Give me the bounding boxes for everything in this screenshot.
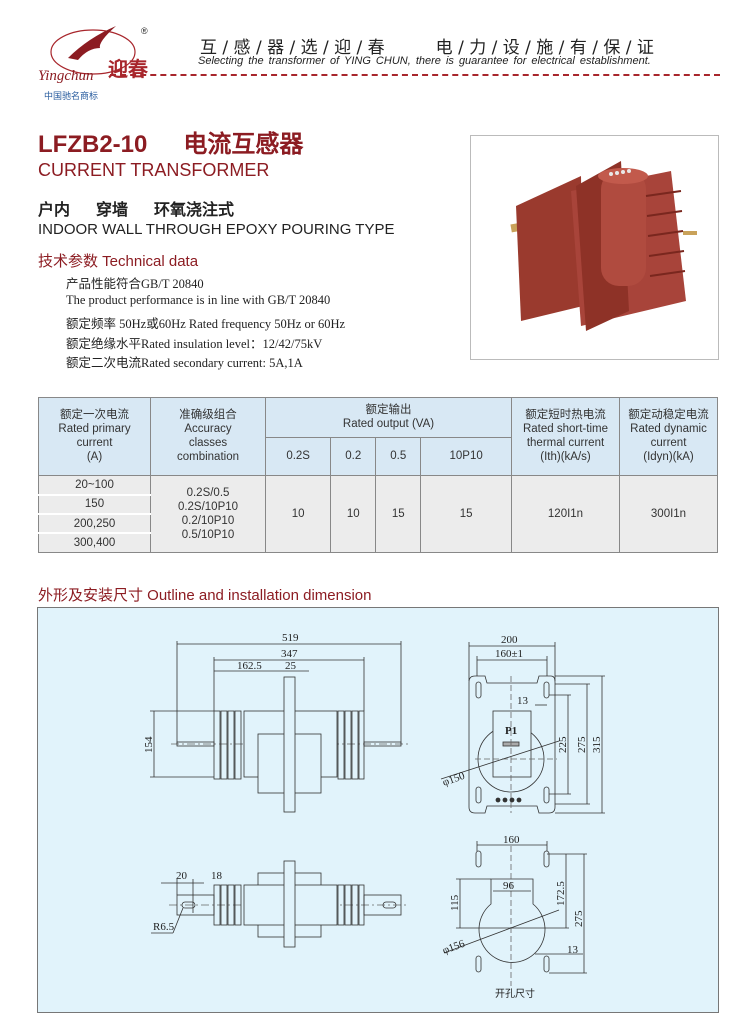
front-view-drawing: 519 347 162.5 25 154 — [143, 632, 409, 813]
trademark-label: 中国驰名商标 — [44, 91, 99, 101]
cell-text: 额定动稳定电流 — [628, 409, 709, 422]
output-col: 0.2S — [264, 436, 332, 476]
output-cell: 10 — [330, 474, 377, 554]
output-cell: 15 — [375, 474, 422, 554]
spec-line: 额定绝缘水平Rated insulation level：12/42/75kV — [66, 337, 323, 351]
dimension-label: φ150 — [441, 770, 467, 789]
dimension-label: R6.5 — [153, 921, 175, 933]
name-en: CURRENT TRANSFORMER — [38, 160, 270, 180]
dimension-label: 519 — [282, 632, 299, 644]
primary-cell: 200,250 — [38, 512, 151, 534]
slogan-cn: 互 / 感 / 器 / 选 / 迎 / 春 电 / 力 / 设 / 施 / 有 … — [200, 38, 654, 58]
dimension-label: 13 — [517, 695, 529, 707]
cutout-drawing: 96 160 115 172.5 275 φ156 13 开孔尺寸 — [441, 834, 587, 1000]
cell-text: classes — [188, 437, 228, 450]
side-view-drawing: 200 160±1 13 P1 225 275 315 φ150 — [440, 634, 605, 814]
top-view-drawing: 20 18 R6.5 — [151, 860, 409, 948]
spec-line: 额定频率 50Hz或60Hz Rated frequency 50Hz or 6… — [66, 317, 346, 331]
dimension-label: 172.5 — [555, 881, 567, 906]
product-photo — [470, 135, 719, 360]
dimension-label: 162.5 — [237, 660, 262, 672]
cell-text: 0.2S/0.5 — [186, 486, 230, 499]
type-wall: 穿墙 — [96, 200, 129, 219]
cell-text: Rated dynamic — [630, 423, 707, 436]
cell-text: 0.2/10P10 — [181, 514, 235, 527]
spec-line: 额定二次电流Rated secondary current: 5A,1A — [66, 356, 303, 370]
spec-line: 产品性能符合GB/T 20840 — [66, 277, 204, 291]
page-title: LFZB2-10 电流互感器 — [38, 124, 303, 159]
spec-line: The product performance is in line with … — [66, 293, 331, 307]
dimension-label: 160±1 — [495, 648, 523, 660]
header-divider — [110, 74, 720, 76]
cell-text: Rated primary — [58, 423, 131, 436]
output-cell: 15 — [420, 474, 512, 554]
thermal-cell: 120I1n — [511, 474, 620, 554]
cell-text: 额定输出 — [365, 404, 412, 417]
primary-cell: 300,400 — [38, 532, 151, 554]
outline-heading: 外形及安装尺寸 Outline and installation dimensi… — [38, 587, 372, 604]
cell-text: combination — [176, 451, 239, 464]
output-cell: 10 — [264, 474, 332, 554]
dimension-label: 225 — [557, 736, 569, 753]
dimension-label: 25 — [285, 660, 297, 672]
dimension-label: 96 — [503, 880, 515, 892]
output-col: 10P10 — [420, 436, 512, 476]
cell-text: current — [650, 437, 687, 450]
slogan-en: Selecting the transformer of YING CHUN, … — [198, 55, 651, 67]
cell-text: (Idyn)(kA) — [643, 451, 694, 464]
dimension-label: 154 — [143, 736, 155, 753]
type-en: INDOOR WALL THROUGH EPOXY POURING TYPE — [38, 221, 395, 238]
name-cn: 电流互感器 — [183, 131, 304, 158]
dimension-label: 347 — [281, 648, 298, 660]
dimension-label: 200 — [501, 634, 518, 646]
dimension-label: 275 — [576, 736, 588, 753]
model: LFZB2-10 — [38, 131, 148, 158]
cell-text: 额定一次电流 — [60, 409, 129, 422]
output-col: 0.2 — [330, 436, 377, 476]
dimension-label: P1 — [505, 725, 517, 737]
cell-text: Rated output (VA) — [342, 418, 435, 431]
primary-cell: 20~100 — [38, 474, 151, 496]
cell-text: (Ith)(kA/s) — [540, 451, 591, 464]
dimension-label: 20 — [176, 870, 188, 882]
dimension-label: 开孔尺寸 — [495, 987, 535, 1000]
dimension-label: 115 — [449, 894, 461, 911]
dimension-label: 13 — [567, 944, 579, 956]
cell-text: Accuracy — [184, 423, 232, 436]
type-cn: 户内 穿墙 环氧浇注式 — [38, 196, 260, 220]
dimension-label: 275 — [573, 910, 585, 927]
cell-text: 0.5/10P10 — [181, 528, 235, 541]
dimension-label: 迎春 — [108, 57, 149, 81]
registered-mark: ® — [141, 26, 148, 36]
cell-text: 准确级组合 — [179, 409, 237, 422]
type-epoxy: 环氧浇注式 — [154, 200, 235, 219]
outline-drawing: 519 347 162.5 25 154 20 18 R6.5 200 160±… — [37, 607, 719, 1013]
primary-cell: 150 — [38, 493, 151, 515]
dimension-label: φ156 — [441, 938, 467, 957]
logo: Yingchun 迎春 — [28, 18, 178, 88]
dimension-label: 160 — [503, 834, 520, 846]
dynamic-cell: 300I1n — [619, 474, 718, 554]
cell-text: current — [76, 437, 113, 450]
dimension-label: 315 — [591, 736, 603, 753]
cell-text: (A) — [86, 451, 103, 464]
cell-text: 额定短时热电流 — [525, 409, 606, 422]
technical-heading: 技术参数 Technical data — [38, 253, 199, 270]
cell-text: 0.2S/10P10 — [177, 500, 239, 513]
cell-text: Rated short-time — [522, 423, 608, 436]
type-indoor: 户内 — [38, 200, 71, 219]
output-col: 0.5 — [375, 436, 422, 476]
cell-text: thermal current — [526, 437, 605, 450]
dimension-label: Yingchun — [38, 68, 94, 84]
dimension-label: 18 — [211, 870, 223, 882]
